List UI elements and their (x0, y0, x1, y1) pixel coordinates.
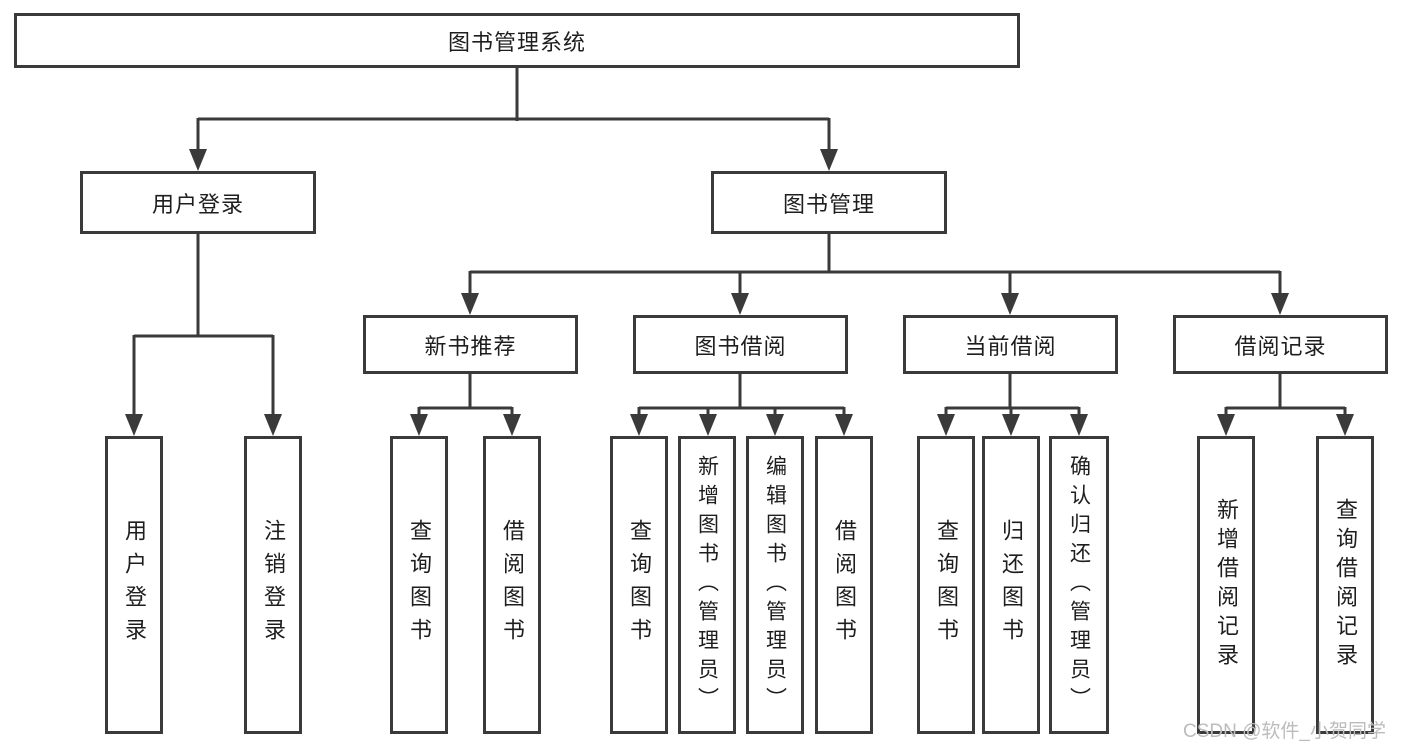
leaf-label: 查询借阅记录 (1333, 498, 1358, 672)
arrowhead (766, 414, 784, 436)
leaf-confirm-return-admin: 确认归还（管理员） (1049, 436, 1109, 734)
arrowhead (503, 414, 521, 436)
connector-book-borrowing (637, 374, 846, 417)
leaf-query-borrow-record: 查询借阅记录 (1316, 436, 1374, 734)
leaf-logout: 注销登录 (244, 436, 302, 734)
leaf-add-borrow-record: 新增借阅记录 (1197, 436, 1255, 734)
leaf-label: 注销登录 (261, 519, 286, 651)
leaf-label: 编辑图书（管理员） (763, 454, 787, 716)
leaf-label: 查询图书 (407, 519, 432, 651)
leaf-borrow-books-recommend: 借阅图书 (483, 436, 541, 734)
leaf-label: 查询图书 (934, 519, 959, 651)
connector-current-borrowing (944, 374, 1081, 417)
watermark: CSDN @软件_小贺同学 (1183, 721, 1386, 742)
leaf-edit-books-admin: 编辑图书（管理员） (746, 436, 804, 734)
leaf-query-books-current: 查询图书 (917, 436, 975, 734)
arrowhead (820, 149, 838, 171)
arrowhead (410, 414, 428, 436)
arrowhead (699, 414, 717, 436)
arrowhead (630, 414, 648, 436)
connector-user-login (132, 234, 275, 417)
arrowhead (835, 414, 853, 436)
arrowhead (125, 414, 143, 436)
leaf-label: 确认归还（管理员） (1067, 454, 1091, 716)
leaf-label: 借阅图书 (500, 519, 525, 651)
arrowhead (937, 414, 955, 436)
arrowhead (264, 414, 282, 436)
leaf-query-books-recommend: 查询图书 (390, 436, 448, 734)
node-book-management: 图书管理 (711, 171, 947, 234)
leaf-label: 用户登录 (122, 519, 147, 651)
arrowhead (1217, 414, 1235, 436)
leaf-label: 借阅图书 (832, 519, 857, 651)
arrowhead (1271, 293, 1289, 315)
leaf-add-books-admin: 新增图书（管理员） (678, 436, 736, 734)
leaf-label: 新增图书（管理员） (695, 454, 719, 716)
arrowhead (1070, 414, 1088, 436)
connector-book-management (468, 234, 1282, 296)
connector-root (196, 68, 831, 152)
arrowhead (1002, 414, 1020, 436)
node-new-book-recommend: 新书推荐 (363, 315, 578, 374)
leaf-user-login: 用户登录 (105, 436, 163, 734)
leaf-return-books: 归还图书 (982, 436, 1040, 734)
arrowhead (461, 293, 479, 315)
node-borrowing-records: 借阅记录 (1173, 315, 1388, 374)
node-book-borrowing: 图书借阅 (633, 315, 848, 374)
node-user-login: 用户登录 (80, 171, 316, 234)
arrowhead (1001, 293, 1019, 315)
arrowhead (731, 293, 749, 315)
leaf-label: 新增借阅记录 (1214, 498, 1239, 672)
leaf-borrow-books-borrowing: 借阅图书 (815, 436, 873, 734)
node-library-management-system: 图书管理系统 (14, 13, 1020, 68)
leaf-query-books-borrowing: 查询图书 (610, 436, 668, 734)
connector-new-book-recommend (417, 374, 514, 417)
connector-borrowing-records (1224, 374, 1347, 417)
arrowhead (189, 149, 207, 171)
node-current-borrowing: 当前借阅 (903, 315, 1118, 374)
leaf-label: 归还图书 (999, 519, 1024, 651)
arrowhead (1336, 414, 1354, 436)
leaf-label: 查询图书 (627, 519, 652, 651)
